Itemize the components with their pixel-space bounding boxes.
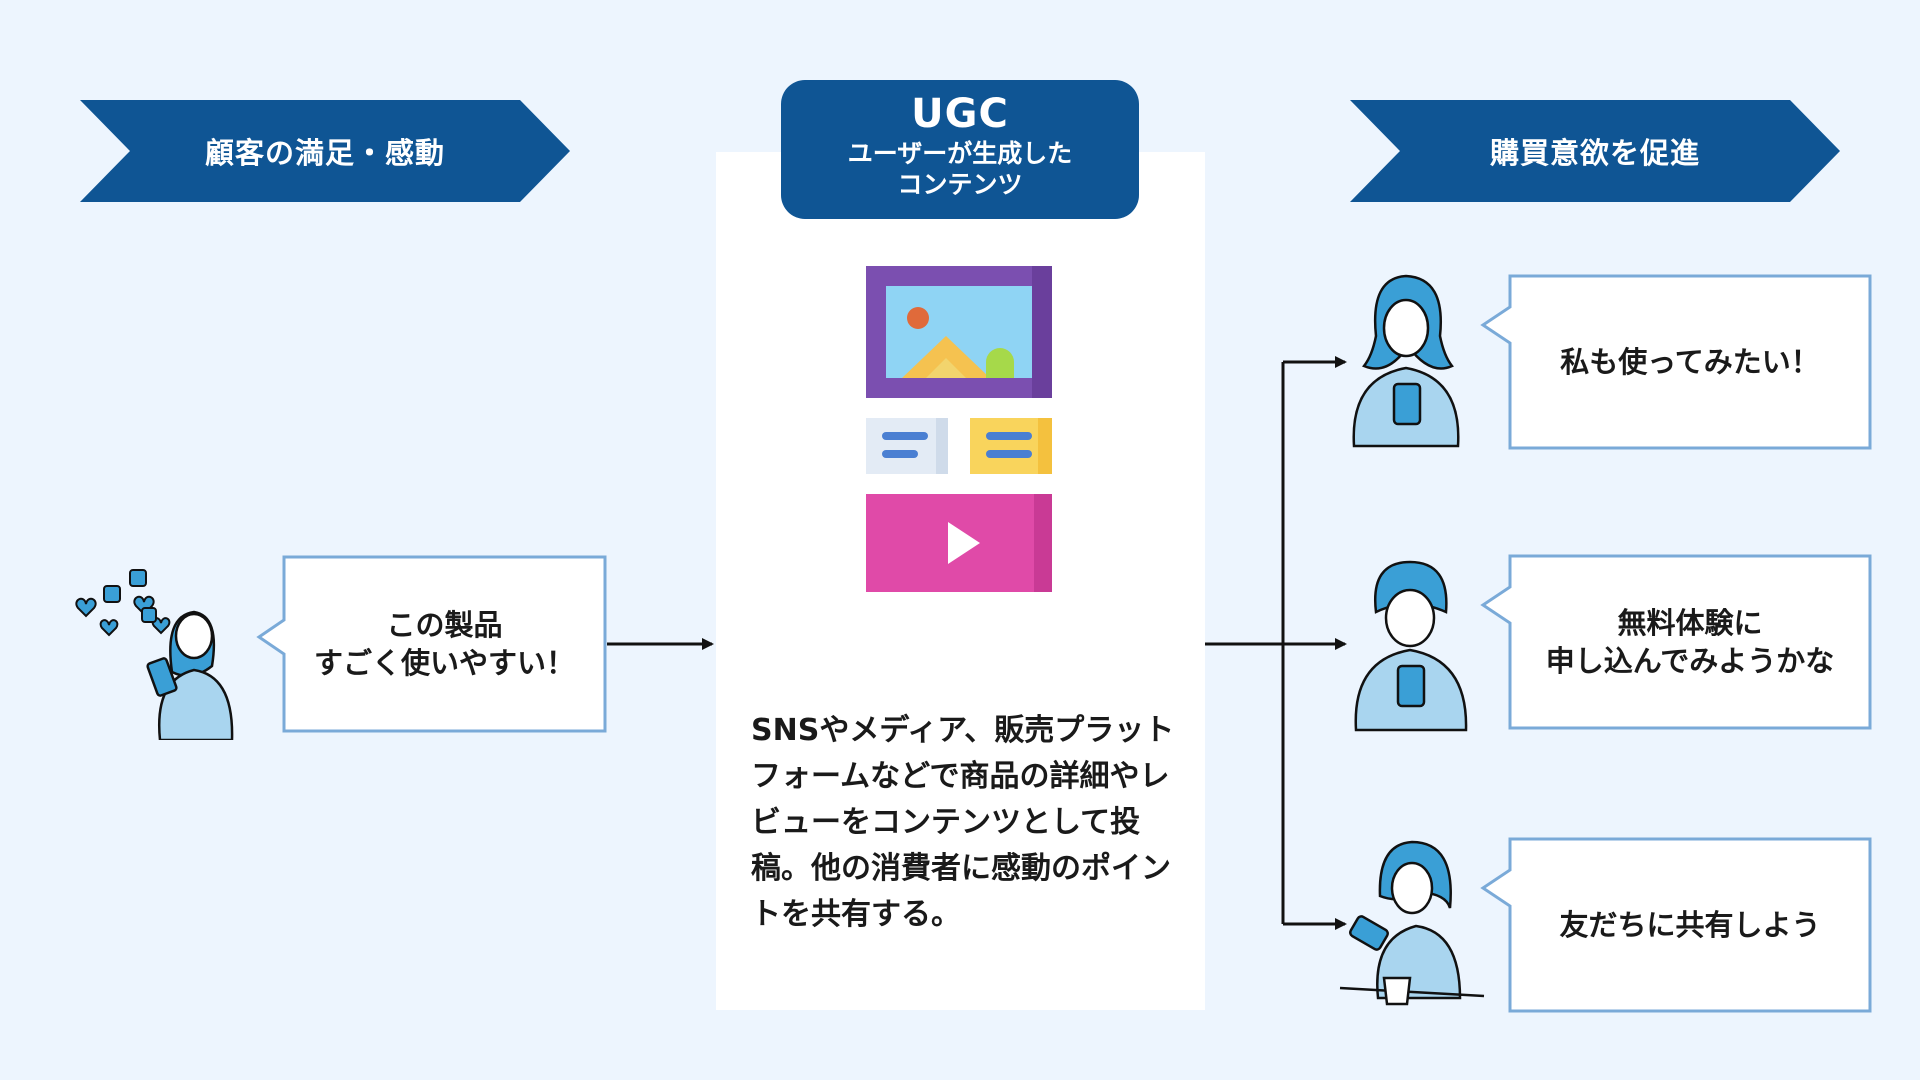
hearts-likes-icon [75,569,171,637]
bubble-text-line2: すごく使いやすい！ [313,646,575,680]
ugc-subtitle-line2: コンテンツ [897,170,1023,199]
bubble-text-line1: 私も使ってみたい！ [1560,345,1820,379]
ugc-subtitle-line1: ユーザーが生成した [847,139,1073,168]
ugc-title: UGC [911,91,1009,137]
step-chevron-left: 顧客の満足・感動 [80,100,570,202]
step-right-label: 購買意欲を促進 [1489,136,1700,170]
ugc-description: SNSやメディア、販売プラットフォームなどで商品の詳細やレビューをコンテンツとし… [751,713,1175,932]
person-phone-icon [1354,560,1468,732]
step-chevron-right: 購買意欲を促進 [1350,100,1840,202]
bubble-shape [1480,554,1872,730]
speech-bubble-right-2: 無料体験に 申し込んでみようかな [1478,553,1873,731]
bubble-text-line2: 申し込んでみようかな [1545,644,1835,678]
person-phone-icon [1352,274,1460,448]
bubble-shape [1480,837,1872,1013]
bubble-shape [1480,274,1872,450]
speech-bubble-right-1: 私も使ってみたい！ [1478,273,1873,451]
speech-bubble-left: この製品 すごく使いやすい！ [254,554,608,734]
bubble-text-line1: 無料体験に [1617,606,1763,640]
person-hearts-icon [75,569,234,740]
bubble-text-line1: この製品 [386,608,503,642]
speech-bubble-right-3: 友だちに共有しよう [1478,836,1873,1014]
play-icon [948,522,980,564]
media-content-icon [866,266,1052,592]
person-phone-icon [1339,840,1485,1006]
bubble-text-line1: 友だちに共有しよう [1559,908,1821,942]
step-left-label: 顧客の満足・感動 [204,136,445,170]
bubble-shape [256,555,607,733]
ugc-header: UGC ユーザーが生成した コンテンツ [781,80,1139,219]
chevron-shape [80,100,570,202]
chevron-shape [1350,100,1840,202]
